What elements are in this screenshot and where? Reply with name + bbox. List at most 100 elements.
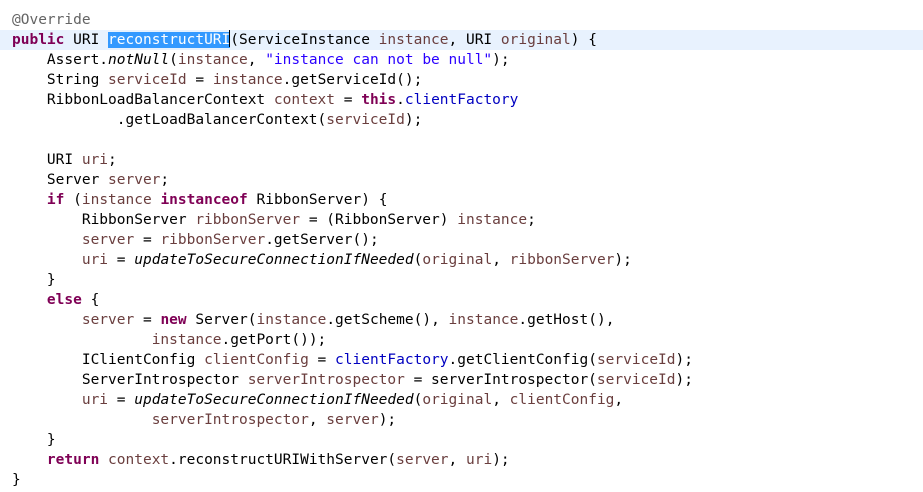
variable-token: serviceId — [596, 372, 676, 388]
code-text: Server server; — [12, 170, 169, 190]
variable-token: context — [108, 452, 170, 468]
text-cursor — [229, 30, 231, 47]
code-line-4[interactable]: String serviceId = instance.getServiceId… — [0, 70, 923, 90]
annotation-token: @Override — [12, 12, 91, 28]
code-token: Server — [12, 172, 109, 188]
variable-token: original — [422, 392, 493, 408]
code-token: = — [186, 72, 213, 88]
code-token: { — [81, 292, 100, 308]
code-token: RibbonServer) { — [247, 192, 388, 208]
code-line-5[interactable]: RibbonLoadBalancerContext context = this… — [0, 90, 923, 110]
code-line-6[interactable]: .getLoadBalancerContext(serviceId); — [0, 110, 923, 130]
code-line-20[interactable]: uri = updateToSecureConnectionIfNeeded(o… — [0, 390, 923, 410]
variable-token: instance — [177, 52, 248, 68]
code-token — [99, 452, 108, 468]
code-token: Server( — [186, 312, 257, 328]
code-token: = — [134, 232, 161, 248]
code-line-17[interactable]: instance.getPort()); — [0, 330, 923, 350]
code-text: .getLoadBalancerContext(serviceId); — [12, 110, 423, 130]
code-line-15[interactable]: else { — [0, 290, 923, 310]
code-token: } — [12, 272, 56, 288]
variable-token: serviceId — [326, 112, 405, 128]
code-token: , — [308, 412, 327, 428]
code-token: . — [396, 92, 405, 108]
variable-token: uri — [81, 252, 109, 268]
code-line-24[interactable]: } — [0, 470, 923, 490]
code-token: = — [335, 92, 362, 108]
keyword-token: else — [46, 292, 82, 308]
keyword-token: new — [160, 312, 187, 328]
code-line-14[interactable]: } — [0, 270, 923, 290]
code-token — [12, 312, 82, 328]
code-text: ServerIntrospector serverIntrospector = … — [12, 370, 693, 390]
field-token: clientFactory — [404, 92, 519, 108]
code-text: if (instance instanceof RibbonServer) { — [12, 190, 388, 210]
code-line-7[interactable] — [0, 130, 923, 150]
code-token: } — [12, 432, 56, 448]
code-token — [12, 292, 47, 308]
variable-token: instance — [151, 332, 222, 348]
code-token: ( — [413, 252, 423, 268]
code-line-11[interactable]: RibbonServer ribbonServer = (RibbonServe… — [0, 210, 923, 230]
code-line-8[interactable]: URI uri; — [0, 150, 923, 170]
code-text: @Override — [12, 10, 91, 30]
variable-token: server — [326, 412, 379, 428]
code-token: RibbonServer — [12, 212, 196, 228]
code-line-1[interactable]: @Override — [0, 10, 923, 30]
code-token: ( — [169, 52, 178, 68]
keyword-token: this — [361, 92, 397, 108]
code-token: ); — [675, 372, 693, 388]
code-token: , — [247, 52, 266, 68]
selected-text[interactable]: reconstructURI — [108, 32, 231, 48]
code-token: .getPort()); — [221, 332, 327, 348]
code-token: String — [12, 72, 109, 88]
code-line-18[interactable]: IClientConfig clientConfig = clientFacto… — [0, 350, 923, 370]
code-token — [12, 332, 152, 348]
code-token — [12, 412, 152, 428]
code-text: server = ribbonServer.getServer(); — [12, 230, 379, 250]
code-line-12[interactable]: server = ribbonServer.getServer(); — [0, 230, 923, 250]
code-line-16[interactable]: server = new Server(instance.getScheme()… — [0, 310, 923, 330]
static-method-token: updateToSecureConnectionIfNeeded — [134, 252, 414, 268]
code-token: .reconstructURIWithServer( — [169, 452, 397, 468]
variable-token: serverIntrospector — [247, 372, 405, 388]
variable-token: server — [81, 232, 135, 248]
code-token: .getScheme(), — [326, 312, 449, 328]
code-token — [12, 252, 82, 268]
code-line-23[interactable]: return context.reconstructURIWithServer(… — [0, 450, 923, 470]
code-line-10[interactable]: if (instance instanceof RibbonServer) { — [0, 190, 923, 210]
variable-token: ribbonServer — [160, 232, 266, 248]
code-text: IClientConfig clientConfig = clientFacto… — [12, 350, 693, 370]
code-line-3[interactable]: Assert.notNull(instance, "instance can n… — [0, 50, 923, 70]
code-token: = — [108, 392, 135, 408]
code-text: uri = updateToSecureConnectionIfNeeded(o… — [12, 250, 632, 270]
variable-token: ribbonServer — [509, 252, 615, 268]
code-token: (ServiceInstance — [230, 32, 379, 48]
code-text: } — [12, 430, 56, 450]
code-line-9[interactable]: Server server; — [0, 170, 923, 190]
code-token: = — [108, 252, 135, 268]
code-token — [12, 232, 82, 248]
code-text: server = new Server(instance.getScheme()… — [12, 310, 615, 330]
code-token: ); — [378, 412, 397, 428]
variable-token: uri — [81, 152, 109, 168]
code-text: } — [12, 470, 21, 490]
code-line-21[interactable]: serverIntrospector, server); — [0, 410, 923, 430]
code-line-19[interactable]: ServerIntrospector serverIntrospector = … — [0, 370, 923, 390]
code-text: RibbonServer ribbonServer = (RibbonServe… — [12, 210, 536, 230]
code-text: instance.getPort()); — [12, 330, 327, 350]
code-token: = serverIntrospector( — [404, 372, 597, 388]
code-line-13[interactable]: uri = updateToSecureConnectionIfNeeded(o… — [0, 250, 923, 270]
code-token: ); — [675, 352, 693, 368]
static-method-token: updateToSecureConnectionIfNeeded — [134, 392, 414, 408]
static-method-token: notNull — [108, 52, 170, 68]
string-literal: "instance can not be null" — [265, 52, 493, 68]
variable-token: clientConfig — [509, 392, 615, 408]
code-token: URI — [64, 32, 109, 48]
variable-token: context — [273, 92, 336, 108]
code-line-2[interactable]: public URI reconstructURI(ServiceInstanc… — [0, 30, 923, 50]
code-line-22[interactable]: } — [0, 430, 923, 450]
code-token: .getHost(), — [518, 312, 615, 328]
code-token: ; — [527, 212, 536, 228]
